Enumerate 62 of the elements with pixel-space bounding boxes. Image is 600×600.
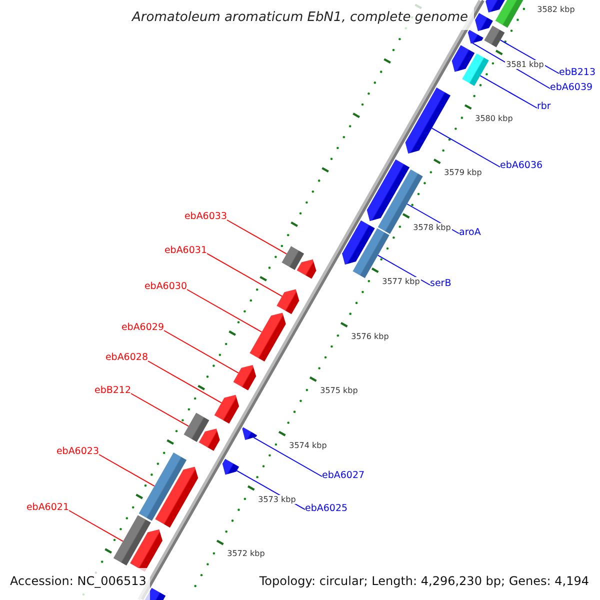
gene-feature [451,45,475,72]
gene-feature [296,259,317,279]
gene-label: ebA6033 [184,211,227,223]
gene-label: ebA6036 [500,160,543,172]
gene-label: ebA6028 [105,352,148,364]
gene-label: serB [430,278,452,290]
gene-label: ebA6021 [26,502,69,514]
gene-feature [242,427,258,440]
tick-label: 3574 kbp [288,440,328,450]
tick-label: 3581 kbp [505,60,545,68]
tick-label: 3577 kbp [381,277,421,286]
gene-feature [214,394,240,424]
gene-label: ebA6025 [305,502,348,514]
gene-label: ebA6030 [144,280,187,292]
leader-line [148,360,222,404]
gene-feature [485,0,505,13]
gene-label: ebA6029 [121,322,164,334]
gene-block [352,228,390,279]
tick-label: 3575 kbp [319,386,359,396]
gene-feature [249,312,286,362]
leader-line [68,510,124,542]
gene-block [281,246,305,270]
leader-line [377,254,430,286]
gene-label: ebA6027 [322,470,365,482]
gene-feature [222,458,240,475]
leader-line [472,42,550,89]
gene-feature [155,466,199,528]
gene-label: ebB212 [94,384,131,396]
gene-feature [276,289,300,315]
tick-label: 3573 kbp [257,495,297,504]
gene-feature [342,220,375,265]
gene-feature [366,159,410,222]
tick-label: 3572 kbp [226,549,266,558]
gene-block [462,53,489,86]
gene-block [138,452,187,521]
leader-line [206,253,283,297]
gene-block [183,412,210,442]
gene-feature [405,87,451,154]
gene-block [495,0,524,28]
leader-line [226,220,288,254]
gene-label: rbr [537,101,551,113]
gene-label: aroA [459,226,481,238]
leader-line [186,289,262,332]
tick-label: 3576 kbp [350,332,390,341]
gene-block [113,515,151,566]
leader-line [130,393,189,427]
leader-line [253,437,322,477]
gene-label: ebA6031 [164,244,207,256]
gene-feature [233,364,257,391]
gene-label: ebA6039 [550,82,593,94]
tick-label: 3582 kbp [536,5,576,14]
leader-line [98,454,155,487]
tick-label: 3579 kbp [443,168,483,178]
gene-feature [467,29,484,44]
gene-feature [198,428,220,451]
leader-line [164,330,239,374]
gene-label: ebB213 [559,66,596,78]
leader-line [431,128,500,168]
tick-label: 3580 kbp [474,114,514,123]
tick-label: 3578 kbp [412,222,452,232]
gene-label: ebA6023 [56,446,99,458]
leader-line [480,75,538,108]
